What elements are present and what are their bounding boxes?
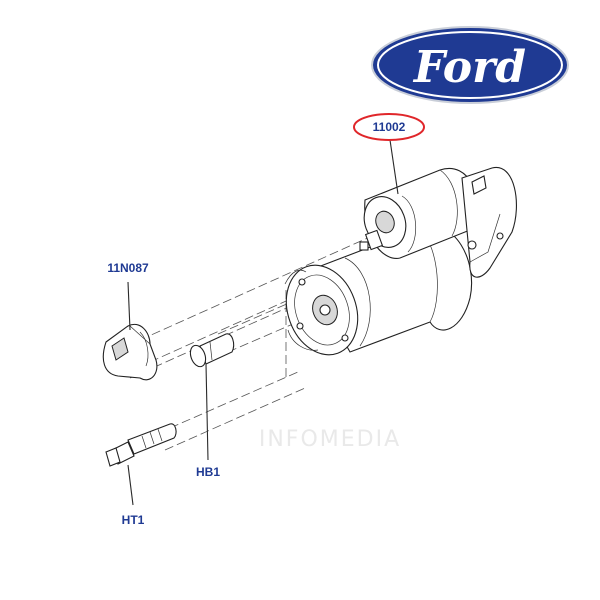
bolt-short[interactable] (188, 333, 235, 369)
callout-ht1[interactable]: HT1 (122, 513, 145, 527)
starter-motor[interactable] (274, 167, 517, 364)
watermark-text: INFOMEDIA (259, 427, 401, 452)
stud-bolt[interactable] (105, 423, 177, 467)
ford-logo: Ford (371, 26, 569, 104)
ford-logo-text: Ford (412, 42, 526, 93)
leader-lines (127, 139, 399, 506)
callout-hb1[interactable]: HB1 (196, 465, 220, 479)
solenoid-connector[interactable] (102, 324, 158, 381)
callout-11n087[interactable]: 11N087 (107, 261, 149, 275)
callout-11002[interactable]: 11002 (373, 120, 406, 134)
highlight-ring (353, 113, 425, 141)
